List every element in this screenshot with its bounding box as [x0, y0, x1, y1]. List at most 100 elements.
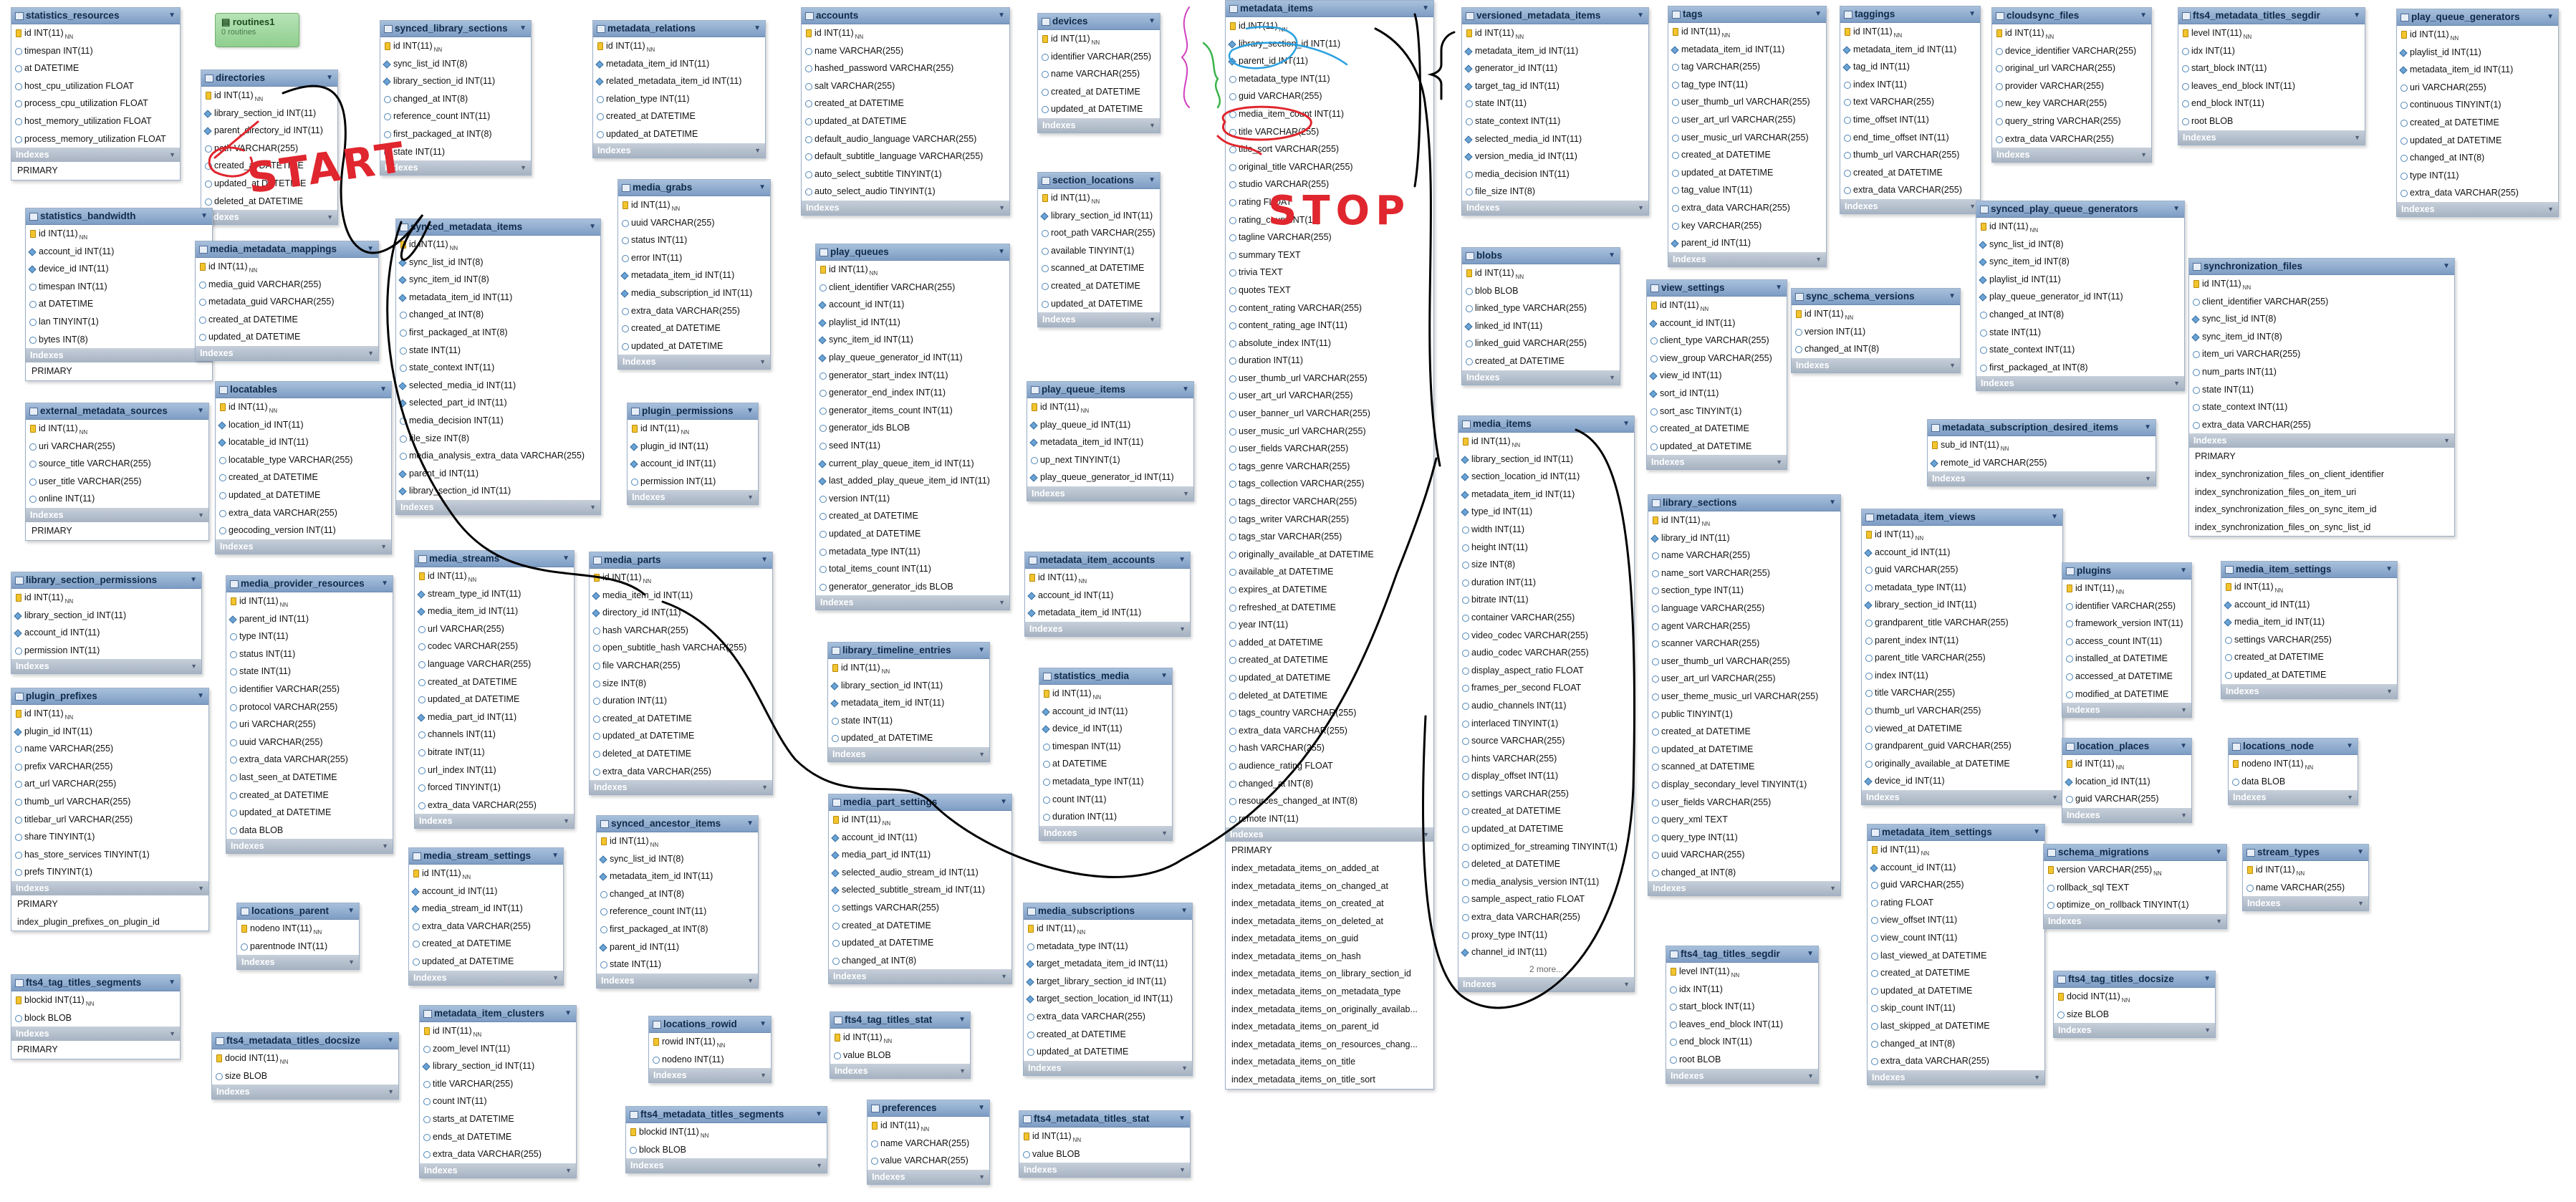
column-row[interactable]: id INT(11)NN	[1992, 24, 2151, 42]
indexes-bar[interactable]: Indexes▼	[1039, 825, 1172, 840]
column-row[interactable]: changed_at INT(8)	[1868, 1035, 2044, 1053]
column-row[interactable]: extra_data VARCHAR(255)	[420, 1145, 576, 1163]
column-row[interactable]: updated_at DATETIME	[1038, 295, 1160, 313]
column-row[interactable]: tags_writer VARCHAR(255)	[1226, 511, 1433, 529]
collapse-caret-icon[interactable]: ▼	[552, 852, 559, 860]
column-row[interactable]: uuid VARCHAR(255)	[226, 734, 393, 751]
table-header[interactable]: metadata_item_accounts▼	[1025, 552, 1190, 569]
column-row[interactable]: guid VARCHAR(255)	[1226, 87, 1433, 105]
column-row[interactable]: user_theme_music_url VARCHAR(255)	[1648, 688, 1840, 706]
table-header[interactable]: play_queue_generators▼	[2397, 9, 2558, 26]
indexes-caret-icon[interactable]: ▼	[1179, 625, 1186, 633]
column-row[interactable]: created_at DATETIME	[1024, 1026, 1192, 1044]
indexes-caret-icon[interactable]: ▼	[1149, 316, 1155, 324]
column-row[interactable]: parent_id INT(11)	[226, 610, 393, 628]
collapse-caret-icon[interactable]: ▼	[2357, 848, 2364, 856]
column-row[interactable]: id INT(11)NN	[1458, 433, 1634, 451]
column-row[interactable]: selected_audio_stream_id INT(11)	[829, 864, 1011, 882]
table-header[interactable]: locations_rowid▼	[649, 1016, 771, 1033]
table-header[interactable]: media_metadata_mappings▼	[196, 241, 378, 258]
column-row[interactable]: created_at DATETIME	[1647, 420, 1787, 438]
table-header[interactable]: preferences▼	[868, 1100, 989, 1117]
column-row[interactable]: guid VARCHAR(255)	[1868, 876, 2044, 894]
column-row[interactable]: settings VARCHAR(255)	[829, 899, 1011, 917]
column-row[interactable]: playlist_id INT(11)	[1976, 271, 2184, 289]
collapse-caret-icon[interactable]: ▼	[998, 248, 1005, 256]
column-row[interactable]: account_id INT(11)	[26, 243, 212, 261]
indexes-caret-icon[interactable]: ▼	[999, 599, 1005, 607]
column-row[interactable]: id INT(11)NN	[1038, 189, 1160, 207]
column-row[interactable]: device_id INT(11)	[26, 260, 212, 278]
column-row[interactable]: changed_at INT(8)	[2397, 149, 2558, 167]
table-header[interactable]: locations_node▼	[2229, 739, 2358, 755]
table-header[interactable]: devices▼	[1038, 14, 1160, 30]
column-row[interactable]: selected_subtitle_stream_id INT(11)	[829, 881, 1011, 899]
column-row[interactable]: updated_at DATETIME	[1668, 164, 1826, 182]
column-row[interactable]: account_id INT(11)	[11, 624, 201, 642]
column-row[interactable]: sync_list_id INT(8)	[597, 850, 758, 868]
table-header[interactable]: statistics_resources▼	[11, 8, 180, 24]
column-row[interactable]: available TINYINT(1)	[1038, 242, 1160, 260]
table-header[interactable]: media_subscriptions▼	[1024, 903, 1192, 920]
column-row[interactable]: media_item_id INT(11)	[415, 602, 574, 620]
column-row[interactable]: changed_at INT(8)	[829, 952, 1011, 970]
column-row[interactable]: library_section_id INT(11)	[380, 72, 531, 90]
column-row[interactable]: created_at DATETIME	[1648, 723, 1840, 741]
column-row[interactable]: sample_aspect_ratio FLOAT	[1458, 890, 1634, 908]
column-row[interactable]: titlebar_url VARCHAR(255)	[11, 811, 208, 829]
column-row[interactable]: user_art_url VARCHAR(255)	[1648, 670, 1840, 688]
column-row[interactable]: guid VARCHAR(255)	[2062, 790, 2191, 808]
column-row[interactable]: name VARCHAR(255)	[1038, 65, 1160, 83]
column-row[interactable]: updated_at DATETIME	[409, 953, 563, 971]
collapse-caret-icon[interactable]: ▼	[168, 979, 176, 986]
column-row[interactable]: size BLOB	[212, 1067, 398, 1085]
index-row[interactable]: PRIMARY	[32, 525, 72, 536]
collapse-caret-icon[interactable]: ▼	[2033, 828, 2040, 836]
collapse-caret-icon[interactable]: ▼	[2547, 13, 2554, 21]
column-row[interactable]: id INT(11)NN	[11, 589, 201, 607]
indexes-bar[interactable]: Indexes▼	[618, 355, 770, 370]
column-row[interactable]: forced TINYINT(1)	[415, 779, 574, 797]
table-header[interactable]: fts4_metadata_titles_stat▼	[1019, 1111, 1190, 1128]
column-row[interactable]: tagline VARCHAR(255)	[1226, 229, 1433, 246]
column-row[interactable]: value BLOB	[1019, 1145, 1190, 1163]
collapse-caret-icon[interactable]: ▼	[387, 1037, 394, 1044]
column-row[interactable]: created_at DATETIME	[593, 107, 765, 125]
collapse-caret-icon[interactable]: ▼	[2180, 742, 2187, 750]
column-row[interactable]: library_section_id INT(11)	[1226, 35, 1433, 53]
table-header[interactable]: locatables▼	[216, 382, 391, 398]
column-row[interactable]: bitrate INT(11)	[415, 744, 574, 761]
table-header[interactable]: metadata_item_settings▼	[1868, 824, 2044, 841]
column-row[interactable]: updated_at DATETIME	[590, 727, 772, 745]
table-header[interactable]: plugin_prefixes▼	[11, 688, 208, 705]
column-row[interactable]: updated_at DATETIME	[1024, 1043, 1192, 1061]
column-row[interactable]: state_context INT(11)	[1976, 341, 2184, 359]
indexes-bar[interactable]: Indexes▼	[2229, 790, 2358, 805]
column-row[interactable]: timespan INT(11)	[1039, 738, 1172, 756]
column-row[interactable]: id INT(11)NN	[1039, 685, 1172, 703]
column-row[interactable]: lan TINYINT(1)	[26, 313, 212, 331]
column-row[interactable]: id INT(11)NN	[2062, 755, 2191, 773]
column-row[interactable]: query_xml TEXT	[1648, 811, 1840, 829]
column-row[interactable]: level INT(11)NN	[1666, 963, 1818, 981]
routines-group[interactable]: ▤ routines1 0 routines	[215, 13, 299, 47]
index-row[interactable]: PRIMARY	[2195, 451, 2236, 462]
column-row[interactable]: timespan INT(11)	[11, 42, 180, 60]
column-row[interactable]: has_store_services TINYINT(1)	[11, 846, 208, 864]
column-row[interactable]: id INT(11)NN	[593, 37, 765, 55]
collapse-caret-icon[interactable]: ▼	[1815, 10, 1822, 18]
collapse-caret-icon[interactable]: ▼	[1181, 907, 1188, 915]
table-header[interactable]: synchronization_files▼	[2189, 259, 2454, 275]
column-row[interactable]: updated_at DATETIME	[1647, 438, 1787, 456]
table-header[interactable]: media_part_settings▼	[829, 794, 1011, 811]
indexes-bar[interactable]: Indexes▼	[2243, 896, 2368, 911]
indexes-caret-icon[interactable]: ▼	[2547, 205, 2554, 213]
indexes-caret-icon[interactable]: ▼	[2181, 811, 2187, 819]
column-row[interactable]: created_at DATETIME	[1868, 964, 2044, 982]
column-row[interactable]: width INT(11)	[1458, 521, 1634, 539]
